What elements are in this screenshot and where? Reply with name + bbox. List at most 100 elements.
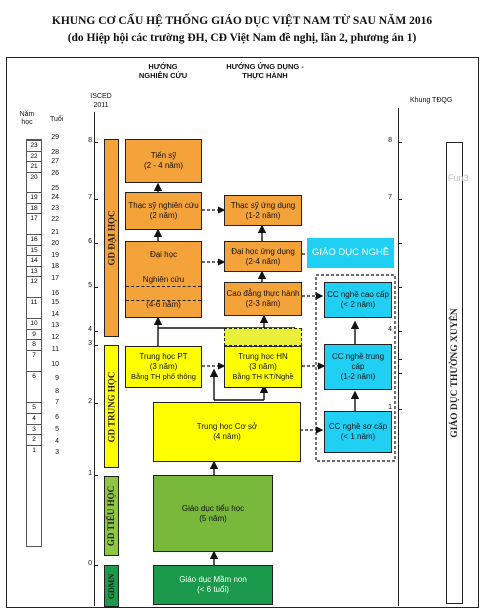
box-thac-sy-ung-dung: Thạc sỹ ứng dụng (1-2 năm) [224, 195, 302, 226]
year-cell: 2 [27, 434, 41, 446]
box-dai-hoc-ud-duration: (2-4 năm) [245, 256, 281, 266]
box-trung-hoc-pt: Trung học PT (3 năm) Bằng TH phổ thông [125, 346, 202, 388]
tdqg-tick-mark [398, 373, 402, 374]
isced-tick: 4 [88, 326, 92, 333]
age-tick: 27 [51, 158, 59, 165]
box-thcs-duration: (4 năm) [213, 432, 241, 441]
box-thac-sy-nghien-cuu: Thạc sỹ nghiên cứu (2 năm) [125, 192, 202, 230]
box-tien-sy-title: Tiến sỹ [150, 151, 177, 160]
research-track-header: HƯỚNG NGHIÊN CỨU [128, 62, 198, 80]
age-tick: 6 [55, 414, 59, 421]
age-tick: 8 [55, 388, 59, 395]
box-dai-hoc-nghien-cuu: Đại học Nghiên cứu (4-6 năm) [125, 241, 202, 318]
isced-tick: 0 [88, 560, 92, 567]
isced-tick-mark [94, 475, 98, 476]
box-thac-sy-ud-title: Thạc sỹ ứng dụng [230, 200, 296, 210]
tdqg-axis-line [398, 108, 399, 606]
year-cell: 19 [27, 192, 41, 204]
box-thpt-title: Trung học PT [139, 352, 188, 361]
age-tick: 15 [51, 299, 59, 306]
age-tick: 3 [55, 449, 59, 456]
box-giao-duc-tieu-hoc: Giáo dục tiểu học (5 năm) [153, 475, 273, 552]
box-cao-dang-duration: (2-3 năm) [245, 299, 281, 308]
box-tien-sy-duration: (2 - 4 năm) [143, 161, 184, 170]
age-tick: 29 [51, 134, 59, 141]
thhn-bridge-dashed [224, 328, 302, 346]
isced-axis-line [94, 112, 95, 606]
applied-header-line1: HƯỚNG ỨNG DỤNG - [226, 62, 304, 71]
isced-tick: 3 [88, 340, 92, 347]
box-thpt-duration: (3 năm) [149, 362, 178, 371]
year-cell: 7 [27, 349, 41, 362]
applied-track-header: HƯỚNG ỨNG DỤNG - THỰC HÀNH [220, 62, 310, 80]
year-cell: 12 [27, 276, 41, 288]
box-thcs-title: Trung học Cơ sở [196, 422, 258, 431]
year-cell: 20 [27, 171, 41, 184]
isced-header: ISCED 2011 [86, 92, 116, 110]
box-tien-sy: Tiến sỹ (2 - 4 năm) [125, 139, 202, 183]
box-dai-hoc-ud-title: Đại học ứng dụng [231, 246, 295, 256]
box-cc-trung-cap-duration: (1-2 năm) [340, 372, 376, 381]
year-cell: 11 [27, 297, 41, 309]
box-cc-so-cap-title: CC nghề sơ cấp [328, 422, 388, 431]
tdqg-tick-mark [398, 142, 402, 143]
bar-primary-education: GD TIỂU HỌC [104, 476, 119, 556]
bar-higher-education: GD ĐẠI HỌC [104, 139, 119, 337]
tdqg-tick-mark [398, 359, 402, 360]
box-cc-trung-cap-title: CC nghề trung cấp [331, 352, 385, 371]
vocational-dashed-frame [315, 274, 396, 462]
research-header-line1: HƯỚNG [148, 62, 178, 71]
age-tick: 25 [51, 185, 59, 192]
box-giao-duc-nghe: GIÁO DỤC NGHỀ [307, 238, 394, 268]
isced-tick: 5 [88, 282, 92, 289]
year-cell: 1 [27, 444, 41, 457]
bar-preschool: GDMN [104, 565, 119, 607]
tdqg-tick-mark [398, 331, 402, 332]
age-tick: 19 [51, 252, 59, 259]
year-cell: 5 [27, 402, 41, 414]
isced-tick-mark [94, 565, 98, 566]
year-cell: 15 [27, 244, 41, 257]
age-tick: 7 [55, 399, 59, 406]
box-tieu-hoc-title: Giáo dục tiểu học [181, 503, 245, 513]
box-cao-dang-thuc-hanh: Cao đẳng thực hành (2-3 năm) [224, 282, 302, 316]
box-dai-hoc-subtitle: Nghiên cứu [142, 274, 185, 284]
year-cell: 17 [27, 213, 41, 225]
divider [126, 286, 201, 287]
box-thac-sy-nc-duration: (2 năm) [149, 211, 178, 220]
age-tick: 28 [51, 149, 59, 156]
box-thac-sy-nc-title: Thạc sỹ nghiên cứu [128, 201, 199, 210]
year-cell: 22 [27, 150, 41, 163]
chart-subtitle: (do Hiệp hội các trường ĐH, CĐ Việt Nam … [67, 32, 417, 44]
nam-hoc-line1: Năm [19, 111, 35, 118]
tdqg-tick: 8 [388, 137, 392, 144]
isced-tick-mark [94, 403, 98, 404]
isced-tick: 7 [88, 194, 92, 201]
isced-tick-mark [94, 287, 98, 288]
year-cell: 4 [27, 413, 41, 425]
research-header-line2: NGHIÊN CỨU [138, 71, 188, 80]
box-trung-hoc-hn: Trung học HN (3 năm) Bằng TH KT/Nghề [224, 346, 302, 388]
isced-tick: 1 [88, 470, 92, 477]
box-thac-sy-ud-duration: (1-2 năm) [245, 210, 281, 220]
year-cell: 23 [27, 140, 41, 152]
box-mam-non-duration: (< 6 tuổi) [197, 585, 229, 594]
age-tick: 5 [55, 426, 59, 433]
year-cell: 9 [27, 328, 41, 341]
year-cell: 21 [27, 161, 41, 173]
age-tick: 18 [51, 263, 59, 270]
tdqg-tick: 1 [388, 404, 392, 411]
isced-header-line1: ISCED [90, 93, 112, 100]
diagram-frame [6, 57, 479, 608]
box-thhn-certificate: Bằng TH KT/Nghề [232, 372, 294, 381]
box-dai-hoc-title: Đại học [149, 249, 178, 259]
age-tick: 13 [51, 322, 59, 329]
watermark: Fun3 [448, 173, 469, 183]
isced-tick: 6 [88, 238, 92, 245]
nam-hoc-header: Năm học [16, 111, 38, 127]
box-cc-nghe-so-cap: CC nghề sơ cấp (< 1 năm) [324, 411, 392, 453]
age-tick: 24 [51, 194, 59, 201]
box-thhn-duration: (3 năm) [249, 362, 277, 371]
